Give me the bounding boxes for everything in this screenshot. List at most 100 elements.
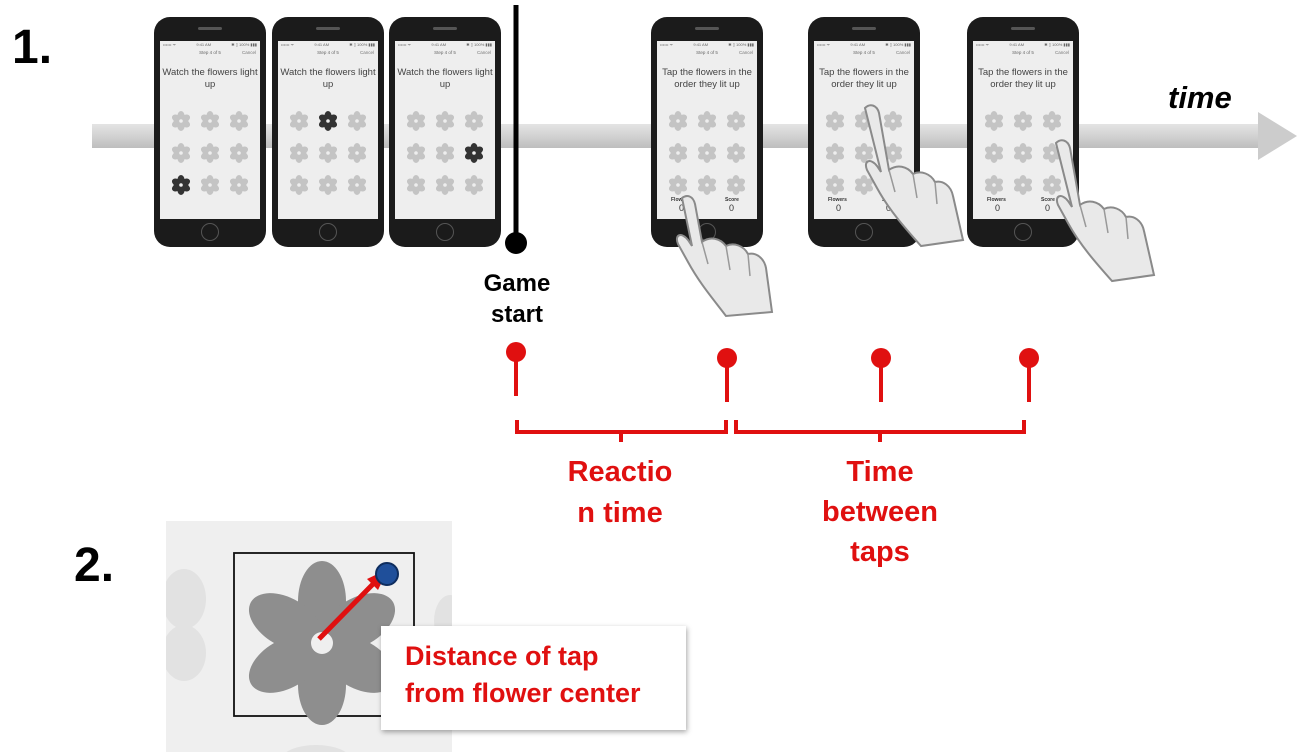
- home-button: [319, 223, 337, 241]
- flowers-label: Flowers: [671, 197, 690, 203]
- phone-speaker: [695, 27, 719, 30]
- flower-icon[interactable]: [1008, 169, 1037, 201]
- flower-icon[interactable]: [979, 137, 1008, 169]
- event-pin-tap-1: [717, 348, 737, 402]
- flower-icon[interactable]: [722, 105, 751, 137]
- flower-icon[interactable]: [460, 169, 489, 201]
- flower-lit-icon[interactable]: [313, 105, 342, 137]
- clock-text: 9:41 AM: [314, 42, 330, 47]
- flower-icon[interactable]: [195, 105, 224, 137]
- phone-speaker: [198, 27, 222, 30]
- flower-icon[interactable]: [663, 169, 692, 201]
- home-button: [436, 223, 454, 241]
- flower-icon[interactable]: [849, 137, 878, 169]
- flower-grid: [166, 105, 254, 201]
- game-start-line1: Game: [483, 270, 551, 297]
- distance-callout-text: Distance of tap from flower center: [405, 638, 641, 712]
- step-indicator: Step 4 of 5: [1012, 50, 1034, 55]
- cancel-link[interactable]: Cancel: [359, 50, 374, 55]
- cancel-link[interactable]: Cancel: [1054, 50, 1069, 55]
- clock-text: 9:41 AM: [431, 42, 447, 47]
- flower-icon[interactable]: [722, 137, 751, 169]
- flower-icon[interactable]: [879, 105, 908, 137]
- instruction-text: Watch the flowers light up: [397, 67, 493, 90]
- phone-speaker: [1011, 27, 1035, 30]
- flower-icon[interactable]: [979, 105, 1008, 137]
- flower-lit-icon[interactable]: [460, 137, 489, 169]
- flower-icon[interactable]: [430, 137, 459, 169]
- battery-text: ✱ ▯ 100% ▮▮▮: [349, 42, 375, 47]
- phone-speaker: [852, 27, 876, 30]
- flower-icon[interactable]: [460, 105, 489, 137]
- flower-icon[interactable]: [1008, 137, 1037, 169]
- flower-icon[interactable]: [225, 169, 254, 201]
- event-pin-game-start: [506, 342, 526, 396]
- flower-icon[interactable]: [225, 105, 254, 137]
- flower-icon[interactable]: [401, 105, 430, 137]
- flower-icon[interactable]: [692, 105, 721, 137]
- flower-lit-icon[interactable]: [166, 169, 195, 201]
- flower-icon[interactable]: [195, 169, 224, 201]
- time-between-taps-brace: [734, 420, 1026, 442]
- flower-icon[interactable]: [1038, 169, 1067, 201]
- score-value: 0: [729, 203, 735, 213]
- flower-icon[interactable]: [284, 169, 313, 201]
- flower-icon[interactable]: [849, 169, 878, 201]
- flower-icon[interactable]: [284, 137, 313, 169]
- flower-icon[interactable]: [343, 169, 372, 201]
- flower-icon[interactable]: [401, 137, 430, 169]
- flower-icon[interactable]: [430, 105, 459, 137]
- battery-text: ✱ ▯ 100% ▮▮▮: [231, 42, 257, 47]
- step-indicator: Step 4 of 5: [434, 50, 456, 55]
- flower-icon[interactable]: [692, 169, 721, 201]
- flower-icon[interactable]: [401, 169, 430, 201]
- clock-text: 9:41 AM: [693, 42, 709, 47]
- flower-icon[interactable]: [692, 137, 721, 169]
- flower-icon[interactable]: [166, 137, 195, 169]
- reaction-time-label: Reactio n time: [536, 452, 704, 534]
- time-between-taps-label: Time between taps: [790, 452, 970, 572]
- instruction-text: Tap the flowers in the order they lit up: [978, 67, 1068, 90]
- carrier-text: •••••• ᯤ: [660, 42, 674, 47]
- hand-tap-icon: [863, 104, 965, 248]
- flower-icon[interactable]: [313, 169, 342, 201]
- score-label: Score: [1041, 197, 1055, 203]
- flower-icon[interactable]: [313, 137, 342, 169]
- flower-icon[interactable]: [820, 105, 849, 137]
- time-between-line3: taps: [850, 536, 910, 568]
- time-between-line2: between: [821, 496, 939, 528]
- flower-icon[interactable]: [820, 137, 849, 169]
- flower-icon[interactable]: [820, 169, 849, 201]
- cancel-link[interactable]: Cancel: [738, 50, 753, 55]
- flower-icon[interactable]: [343, 105, 372, 137]
- carrier-text: •••••• ᯤ: [281, 42, 295, 47]
- hand-tap-icon: [676, 195, 774, 318]
- score-value: 0: [1045, 203, 1051, 213]
- flower-icon[interactable]: [430, 169, 459, 201]
- flower-icon[interactable]: [722, 169, 751, 201]
- panel-1-label: 1.: [12, 21, 53, 74]
- carrier-text: •••••• ᯤ: [817, 42, 831, 47]
- tap-point-dot: [375, 562, 399, 586]
- time-label: time: [1168, 80, 1232, 115]
- flower-icon[interactable]: [166, 105, 195, 137]
- flower-icon[interactable]: [979, 169, 1008, 201]
- score-label: Score: [725, 197, 739, 203]
- carrier-text: •••••• ᯤ: [163, 42, 177, 47]
- flower-icon[interactable]: [1008, 105, 1037, 137]
- flower-icon[interactable]: [225, 137, 254, 169]
- cancel-link[interactable]: Cancel: [241, 50, 256, 55]
- flower-icon[interactable]: [663, 137, 692, 169]
- cancel-link[interactable]: Cancel: [895, 50, 910, 55]
- flower-icon[interactable]: [284, 105, 313, 137]
- flower-icon[interactable]: [663, 105, 692, 137]
- flower-icon[interactable]: [343, 137, 372, 169]
- panel-2-label: 2.: [74, 539, 115, 592]
- flower-icon[interactable]: [195, 137, 224, 169]
- cancel-link[interactable]: Cancel: [476, 50, 491, 55]
- battery-text: ✱ ▯ 100% ▮▮▮: [1044, 42, 1070, 47]
- distance-line2: from flower center: [405, 678, 641, 708]
- step-indicator: Step 4 of 5: [696, 50, 718, 55]
- flower-icon[interactable]: [1038, 105, 1067, 137]
